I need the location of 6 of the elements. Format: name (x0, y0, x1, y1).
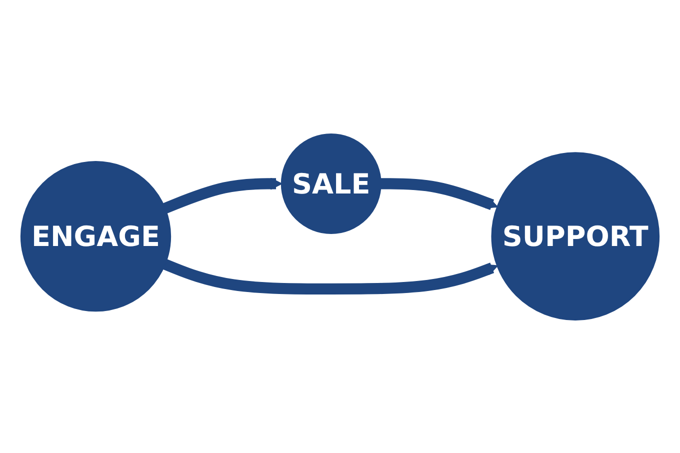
arrow (162, 258, 498, 294)
arrow (380, 178, 498, 210)
node-circle: SALE (280, 133, 382, 234)
node-circle: ENGAGE (20, 160, 172, 312)
arrow (162, 177, 282, 214)
node-circle: SUPPORT (491, 152, 660, 320)
